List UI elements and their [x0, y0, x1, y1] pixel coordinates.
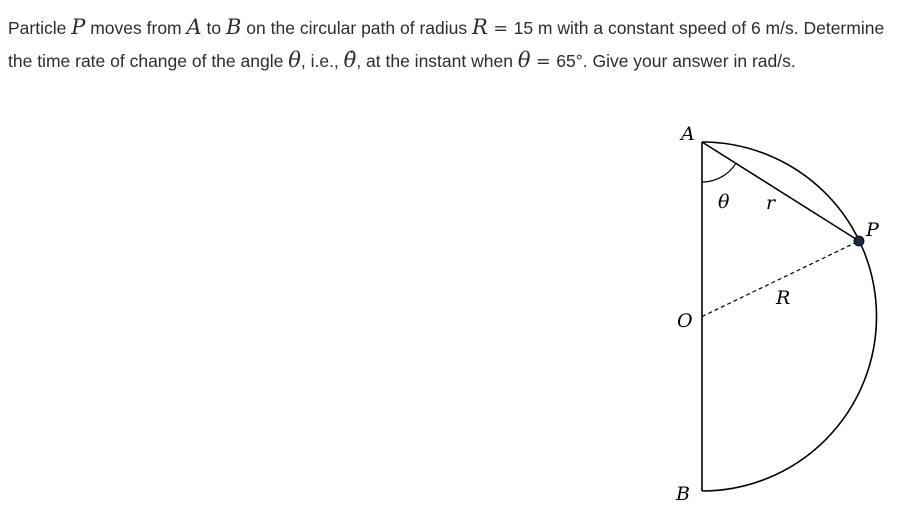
problem-text-6: , i.e.,: [300, 51, 344, 71]
radius-R-dashed-line: [701, 240, 860, 318]
equals-sign-1: =: [487, 19, 514, 39]
variable-B: B: [226, 15, 242, 39]
circular-path-arc: [701, 141, 878, 492]
problem-text-4: on the circular path of radius: [241, 18, 472, 38]
variable-R: R: [471, 15, 488, 39]
variable-P: P: [71, 15, 86, 39]
variable-theta-2: θ: [517, 48, 531, 72]
problem-statement: Particle P moves from A to B on the circ…: [8, 12, 888, 78]
label-theta: θ: [718, 191, 730, 213]
problem-text-7: , at the instant when: [356, 51, 518, 71]
label-A: A: [679, 123, 695, 145]
problem-text-2: moves from: [85, 18, 187, 38]
variable-theta-dot: θ̇: [343, 48, 357, 72]
label-B: B: [675, 483, 690, 505]
problem-text-3: to: [201, 18, 226, 38]
problem-text-5: 15 m with a constant speed of 6 m/s. Det…: [8, 18, 885, 71]
variable-theta: θ: [288, 48, 301, 72]
variable-A: A: [186, 15, 202, 39]
label-R: R: [775, 287, 790, 309]
particle-P-dot: [853, 235, 865, 247]
label-P: P: [865, 219, 880, 241]
problem-text-1: Particle: [8, 18, 72, 38]
label-O: O: [677, 310, 693, 332]
chord-r-line: [701, 141, 860, 242]
equals-sign-2: =: [530, 52, 557, 72]
problem-text-8: 65°. Give your answer in rad/s.: [556, 51, 796, 71]
label-r: r: [766, 192, 777, 214]
theta-angle-arc: [701, 163, 737, 183]
